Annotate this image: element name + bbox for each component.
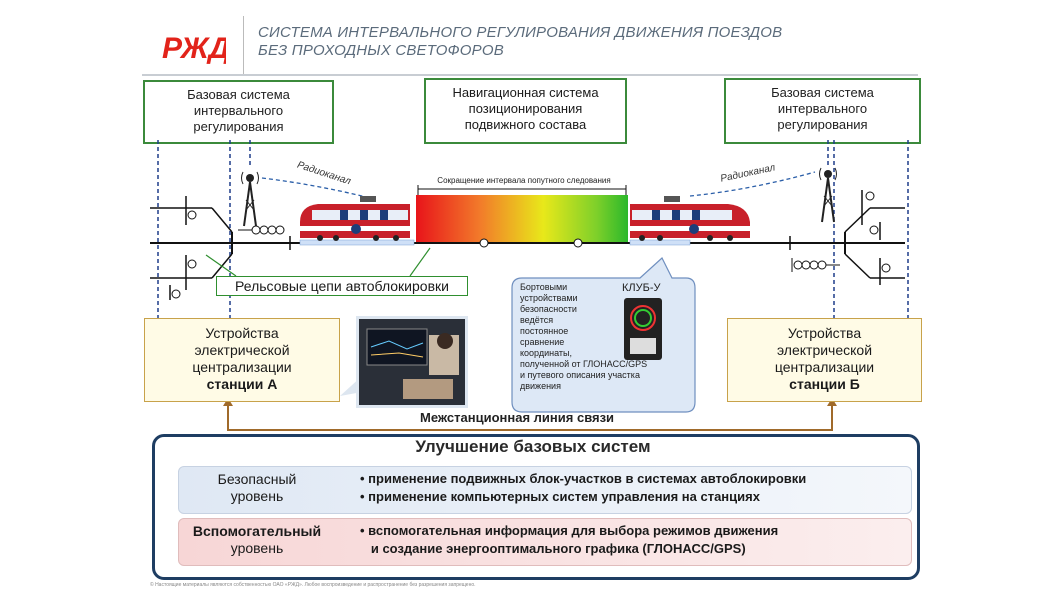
track-point-2 bbox=[573, 238, 583, 248]
header-underline bbox=[142, 74, 918, 76]
title-line-1: СИСТЕМА ИНТЕРВАЛЬНОГО РЕГУЛИРОВАНИЯ ДВИЖ… bbox=[258, 24, 783, 41]
list-item: • применение компьютерных систем управле… bbox=[360, 489, 760, 504]
station-a-line-3: централизации bbox=[192, 359, 292, 375]
left-base-system-box: Базовая система интервального регулирова… bbox=[143, 80, 334, 144]
station-b-line-2: электрической bbox=[776, 342, 873, 358]
left-entry-signal bbox=[238, 225, 285, 235]
nav-line-3: подвижного состава bbox=[464, 117, 587, 132]
right-antenna-icon bbox=[819, 167, 837, 223]
rzd-logo: РЖД bbox=[162, 32, 226, 65]
radio-link-right bbox=[689, 171, 816, 197]
rail-circuits-label: Рельсовые цепи автоблокировки bbox=[216, 276, 468, 296]
auxiliary-level-bullets: • вспомогательная информация для выбора … bbox=[360, 522, 778, 558]
left-antenna-icon bbox=[241, 171, 259, 227]
auxiliary-level-label: Вспомогательный уровень bbox=[192, 523, 322, 556]
onboard-description: Бортовыми устройствами безопасности ведё… bbox=[520, 282, 648, 391]
left-base-line-1: Базовая система bbox=[187, 87, 290, 102]
left-base-line-3: регулирования bbox=[193, 119, 284, 134]
panel-title: Улучшение базовых систем bbox=[415, 437, 651, 456]
occupied-segment-left bbox=[299, 239, 415, 246]
nav-line-1: Навигационная система bbox=[452, 85, 599, 100]
station-a-line-1: Устройства bbox=[205, 325, 279, 341]
station-b-line-3: централизации bbox=[774, 359, 875, 375]
right-base-line-2: интервального bbox=[777, 101, 868, 116]
list-item: • применение подвижных блок-участков в с… bbox=[360, 471, 807, 486]
rzd-logo-text: РЖД bbox=[162, 32, 226, 65]
station-a-line-4: станции А bbox=[206, 376, 278, 392]
station-b-line-4: станции Б bbox=[789, 376, 860, 392]
right-train-icon bbox=[630, 196, 750, 241]
onboard-callout-bubble bbox=[511, 257, 696, 413]
station-b-box: Устройства электрической централизации с… bbox=[727, 318, 922, 402]
station-a-line-2: электрической bbox=[194, 342, 290, 358]
left-train-icon bbox=[300, 196, 410, 241]
header-divider bbox=[243, 16, 244, 74]
station-b-line-1: Устройства bbox=[787, 325, 862, 341]
right-entry-signal bbox=[791, 258, 840, 272]
track-point-1 bbox=[479, 238, 489, 248]
nav-line-2: позиционирования bbox=[468, 101, 583, 116]
klub-label: КЛУБ-У bbox=[622, 282, 661, 294]
right-base-system-box: Базовая система интервального регулирова… bbox=[724, 78, 921, 144]
control-room-photo bbox=[356, 316, 468, 408]
page-title: СИСТЕМА ИНТЕРВАЛЬНОГО РЕГУЛИРОВАНИЯ ДВИЖ… bbox=[258, 24, 782, 60]
list-item: и создание энергооптимального графика (Г… bbox=[367, 541, 746, 556]
safety-level-bullets: • применение подвижных блок-участков в с… bbox=[360, 470, 806, 506]
left-base-line-2: интервального bbox=[193, 103, 284, 118]
footnote: © Настоящие материалы являются собственн… bbox=[150, 582, 476, 588]
interval-gradient-bar bbox=[416, 195, 628, 242]
navigation-system-box: Навигационная система позиционирования п… bbox=[424, 78, 627, 144]
right-base-line-1: Базовая система bbox=[771, 85, 874, 100]
right-base-line-3: регулирования bbox=[777, 117, 868, 132]
safety-level-label: Безопасный уровень bbox=[217, 471, 297, 504]
station-a-box: Устройства электрической централизации с… bbox=[144, 318, 340, 402]
safety-level-row bbox=[178, 466, 912, 514]
auxiliary-level-row bbox=[178, 518, 912, 566]
interstation-link-label: Межстанционная линия связи bbox=[420, 410, 615, 425]
interstation-line bbox=[227, 402, 833, 431]
title-line-2: БЕЗ ПРОХОДНЫХ СВЕТОФОРОВ bbox=[258, 42, 504, 59]
list-item: • вспомогательная информация для выбора … bbox=[360, 523, 779, 538]
interval-label: Сокращение интервала попутного следовани… bbox=[437, 176, 611, 185]
klub-device-icon bbox=[624, 298, 662, 360]
